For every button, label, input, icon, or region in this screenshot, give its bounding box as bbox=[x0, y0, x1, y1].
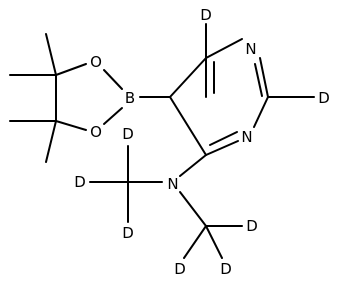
atom-d-methyl2-bottom-left: D bbox=[174, 260, 186, 278]
bond-c5-c6 bbox=[169, 57, 207, 98]
atom-labels: N N N B O O D D D D D D D D bbox=[74, 6, 330, 278]
pyrimidine-ring bbox=[169, 38, 269, 156]
atom-o-bottom: O bbox=[90, 123, 102, 141]
atom-d-methyl2-bottom-right: D bbox=[220, 260, 232, 278]
atom-boron: B bbox=[125, 89, 135, 107]
bond-n-ch3-lower bbox=[179, 191, 207, 227]
bond-o-bottom-c bbox=[55, 120, 87, 131]
atom-o-top: O bbox=[90, 53, 102, 71]
bond-c4-n bbox=[179, 154, 207, 177]
bond-n1-c2 bbox=[259, 57, 269, 98]
bond-m2-d-bottom-right bbox=[205, 225, 223, 259]
atom-n-ring-bottom: N bbox=[241, 128, 252, 146]
bond-c2-n3 bbox=[253, 96, 269, 128]
atom-n-amine: N bbox=[167, 175, 178, 193]
bond-c-bottom-me2 bbox=[45, 120, 57, 163]
atom-d-methyl1-left: D bbox=[74, 173, 86, 191]
bond-n3-c4 bbox=[205, 140, 239, 156]
atom-d-methyl1-bottom: D bbox=[122, 224, 134, 242]
bond-c6-n1 bbox=[205, 38, 243, 59]
pinacol-boronate-ring bbox=[9, 33, 123, 163]
atom-d-ring-c2: D bbox=[318, 89, 330, 107]
bond-n1-c2-inner bbox=[254, 63, 263, 97]
bond-m2-d-bottom-left bbox=[183, 225, 207, 259]
atom-n-ring-top: N bbox=[245, 40, 256, 58]
bond-o-top-c bbox=[55, 63, 87, 76]
bond-c4-c5 bbox=[169, 96, 207, 156]
atom-d-methyl1-top: D bbox=[122, 125, 134, 143]
substituent-bonds bbox=[127, 23, 315, 227]
atom-d-methyl2-right: D bbox=[246, 217, 258, 235]
bond-b-o-bottom bbox=[103, 107, 123, 125]
methyl-d-bonds bbox=[89, 145, 243, 259]
bond-c-top-me1 bbox=[45, 33, 57, 76]
atom-d-ring-c6: D bbox=[200, 6, 212, 24]
bond-n3-c4-inner bbox=[209, 131, 238, 146]
bond-b-o-top bbox=[103, 69, 123, 90]
